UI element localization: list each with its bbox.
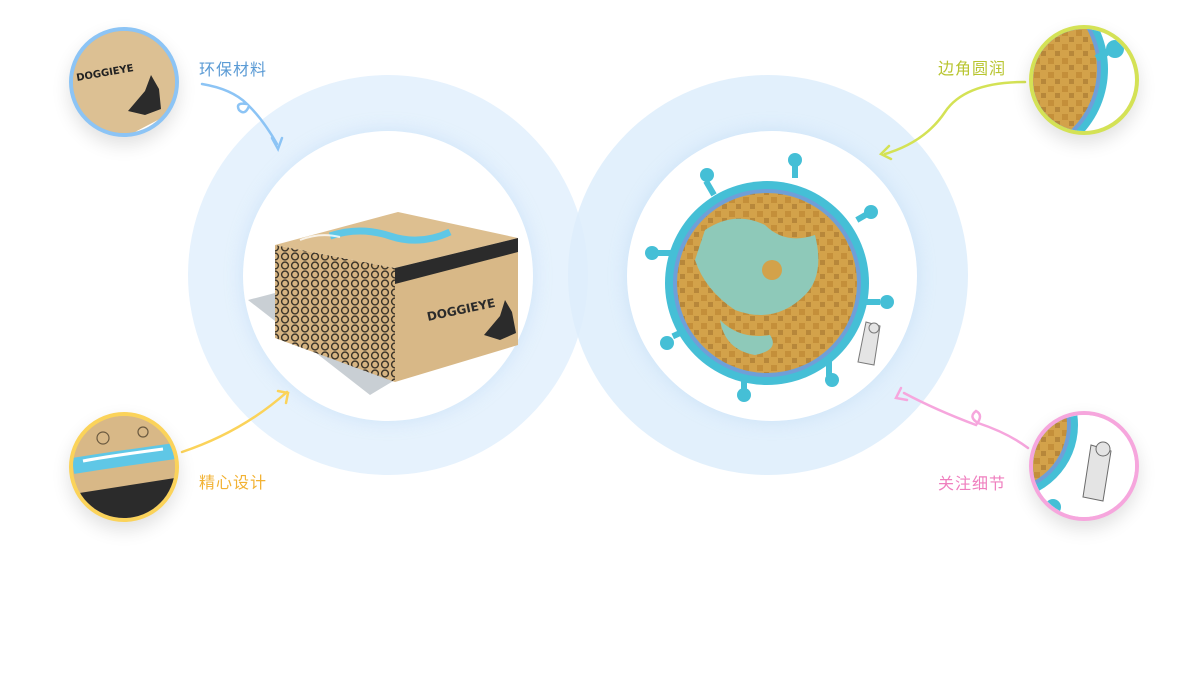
careful-design-label: 精心设计 <box>199 473 268 492</box>
eco-material-thumbnail: DOGGIEYE <box>69 27 179 137</box>
arrow-connectors <box>180 80 1030 454</box>
rounded-corners-thumbnail <box>1029 25 1139 135</box>
eco-material-label: 环保材料 <box>199 60 268 79</box>
careful-design-thumbnail <box>69 412 179 522</box>
wheel-mat-illustration <box>645 153 894 402</box>
detail-focus-thumbnail <box>1029 411 1139 521</box>
rounded-corners-label: 边角圆润 <box>938 59 1007 78</box>
detail-focus-label: 关注细节 <box>938 474 1007 493</box>
gift-box-illustration: DOGGIEYE <box>248 212 518 395</box>
